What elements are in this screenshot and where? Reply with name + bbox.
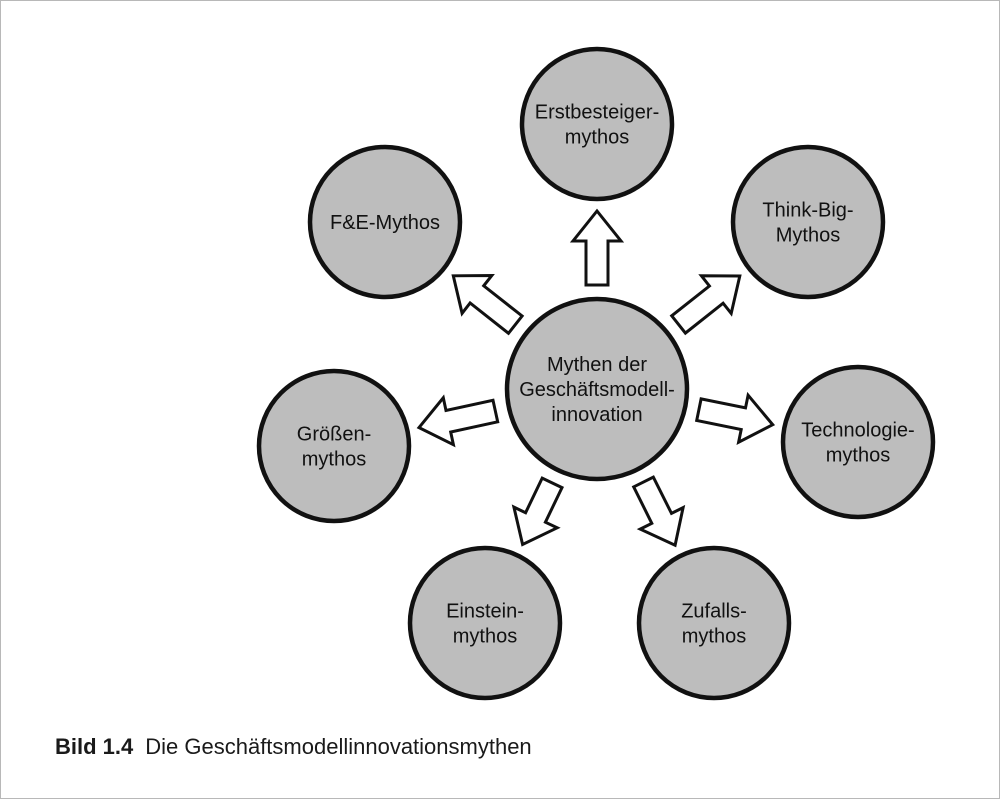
node-fe: F&E-Mythos: [307, 144, 463, 300]
arrow-to-think-big: [669, 274, 742, 336]
node-label-think-big-line-2: Mythos: [776, 225, 840, 247]
myths-diagram: Erstbesteiger-mythosThink-Big-MythosTech…: [256, 46, 936, 701]
arrow-to-technologie: [694, 391, 776, 445]
node-label-center-line-3: innovation: [551, 404, 642, 426]
arrow-to-fe: [451, 273, 525, 336]
node-circle-fe: [307, 144, 463, 300]
node-circle-erstbesteiger: [519, 46, 675, 202]
arrow-to-einstein: [511, 476, 565, 547]
node-label-erstbesteiger-line-1: Erstbesteiger-: [535, 102, 660, 124]
node-label-fe-line-1: F&E-Mythos: [330, 212, 440, 234]
node-label-erstbesteiger-line-2: mythos: [565, 127, 629, 149]
node-einstein: Einstein-mythos: [407, 545, 563, 701]
arrow-to-zufalls: [631, 475, 686, 548]
node-zufalls: Zufalls-mythos: [636, 545, 792, 701]
node-circle-technologie: [780, 364, 936, 520]
arrows-layer: [416, 208, 776, 548]
node-circle-center: [504, 296, 690, 482]
node-label-think-big-line-1: Think-Big-: [762, 200, 853, 222]
caption-text: Die Geschäftsmodellinnovationsmythen: [145, 734, 532, 759]
node-label-groessen-line-2: mythos: [302, 449, 366, 471]
arrow-to-erstbesteiger: [569, 208, 625, 287]
node-label-einstein-line-1: Einstein-: [446, 601, 524, 623]
node-label-zufalls-line-1: Zufalls-: [681, 601, 747, 623]
node-circle-groessen: [256, 368, 412, 524]
nodes-layer: Erstbesteiger-mythosThink-Big-MythosTech…: [256, 46, 936, 701]
node-label-zufalls-line-2: mythos: [682, 626, 746, 648]
figure-caption: Bild 1.4 Die Geschäftsmodellinnovationsmy…: [55, 734, 532, 760]
node-label-center-line-1: Mythen der: [547, 354, 647, 376]
node-label-einstein-line-2: mythos: [453, 626, 517, 648]
node-label-groessen-line-1: Größen-: [297, 424, 371, 446]
node-label-technologie-line-2: mythos: [826, 445, 890, 467]
caption-number: Bild 1.4: [55, 734, 134, 759]
node-circle-einstein: [407, 545, 563, 701]
node-think-big: Think-Big- Mythos: [730, 144, 886, 300]
node-circle-think-big: [730, 144, 886, 300]
node-label-technologie-line-1: Technologie-: [801, 420, 914, 442]
node-groessen: Größen-mythos: [256, 368, 412, 524]
arrow-to-groessen: [416, 394, 500, 448]
node-technologie: Technologie-mythos: [780, 364, 936, 520]
node-circle-zufalls: [636, 545, 792, 701]
node-erstbesteiger: Erstbesteiger-mythos: [519, 46, 675, 202]
node-label-center-line-2: Geschäftsmodell-: [519, 379, 675, 401]
